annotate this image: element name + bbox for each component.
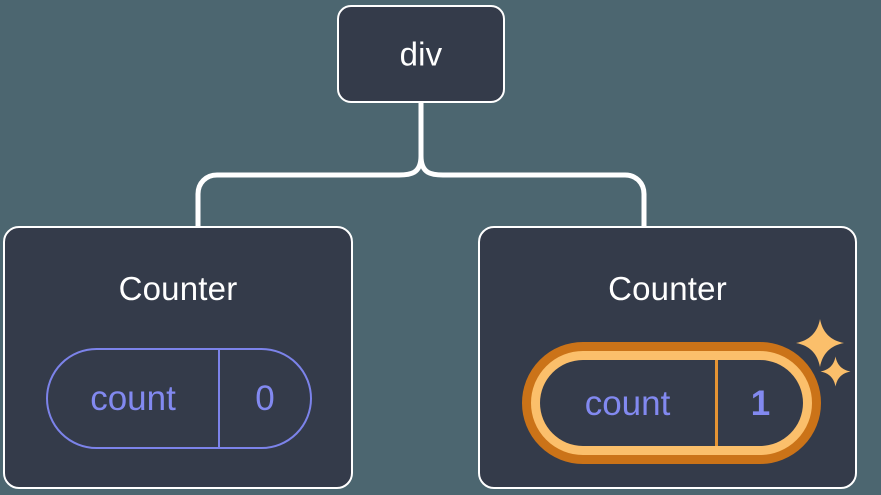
node-counter-right[interactable]: Counter count 1 (478, 226, 857, 489)
state-pill-left: count 0 (46, 348, 312, 449)
state-key-right: count (584, 383, 671, 423)
state-value-right: 1 (715, 360, 803, 446)
state-pill-right: count 1 (522, 342, 821, 464)
state-pill-right-body: count 1 (540, 360, 803, 446)
state-pill-left-body: count 0 (46, 348, 312, 449)
node-div[interactable]: div (337, 5, 505, 103)
node-div-label: div (399, 35, 443, 73)
node-counter-right-title: Counter (608, 270, 727, 307)
state-key-left: count (90, 379, 176, 418)
state-value-left: 0 (218, 350, 310, 447)
state-pill-right-highlight-ring: count 1 (522, 342, 821, 464)
node-counter-left-title: Counter (118, 270, 238, 307)
node-counter-left[interactable]: Counter count 0 (3, 226, 353, 489)
